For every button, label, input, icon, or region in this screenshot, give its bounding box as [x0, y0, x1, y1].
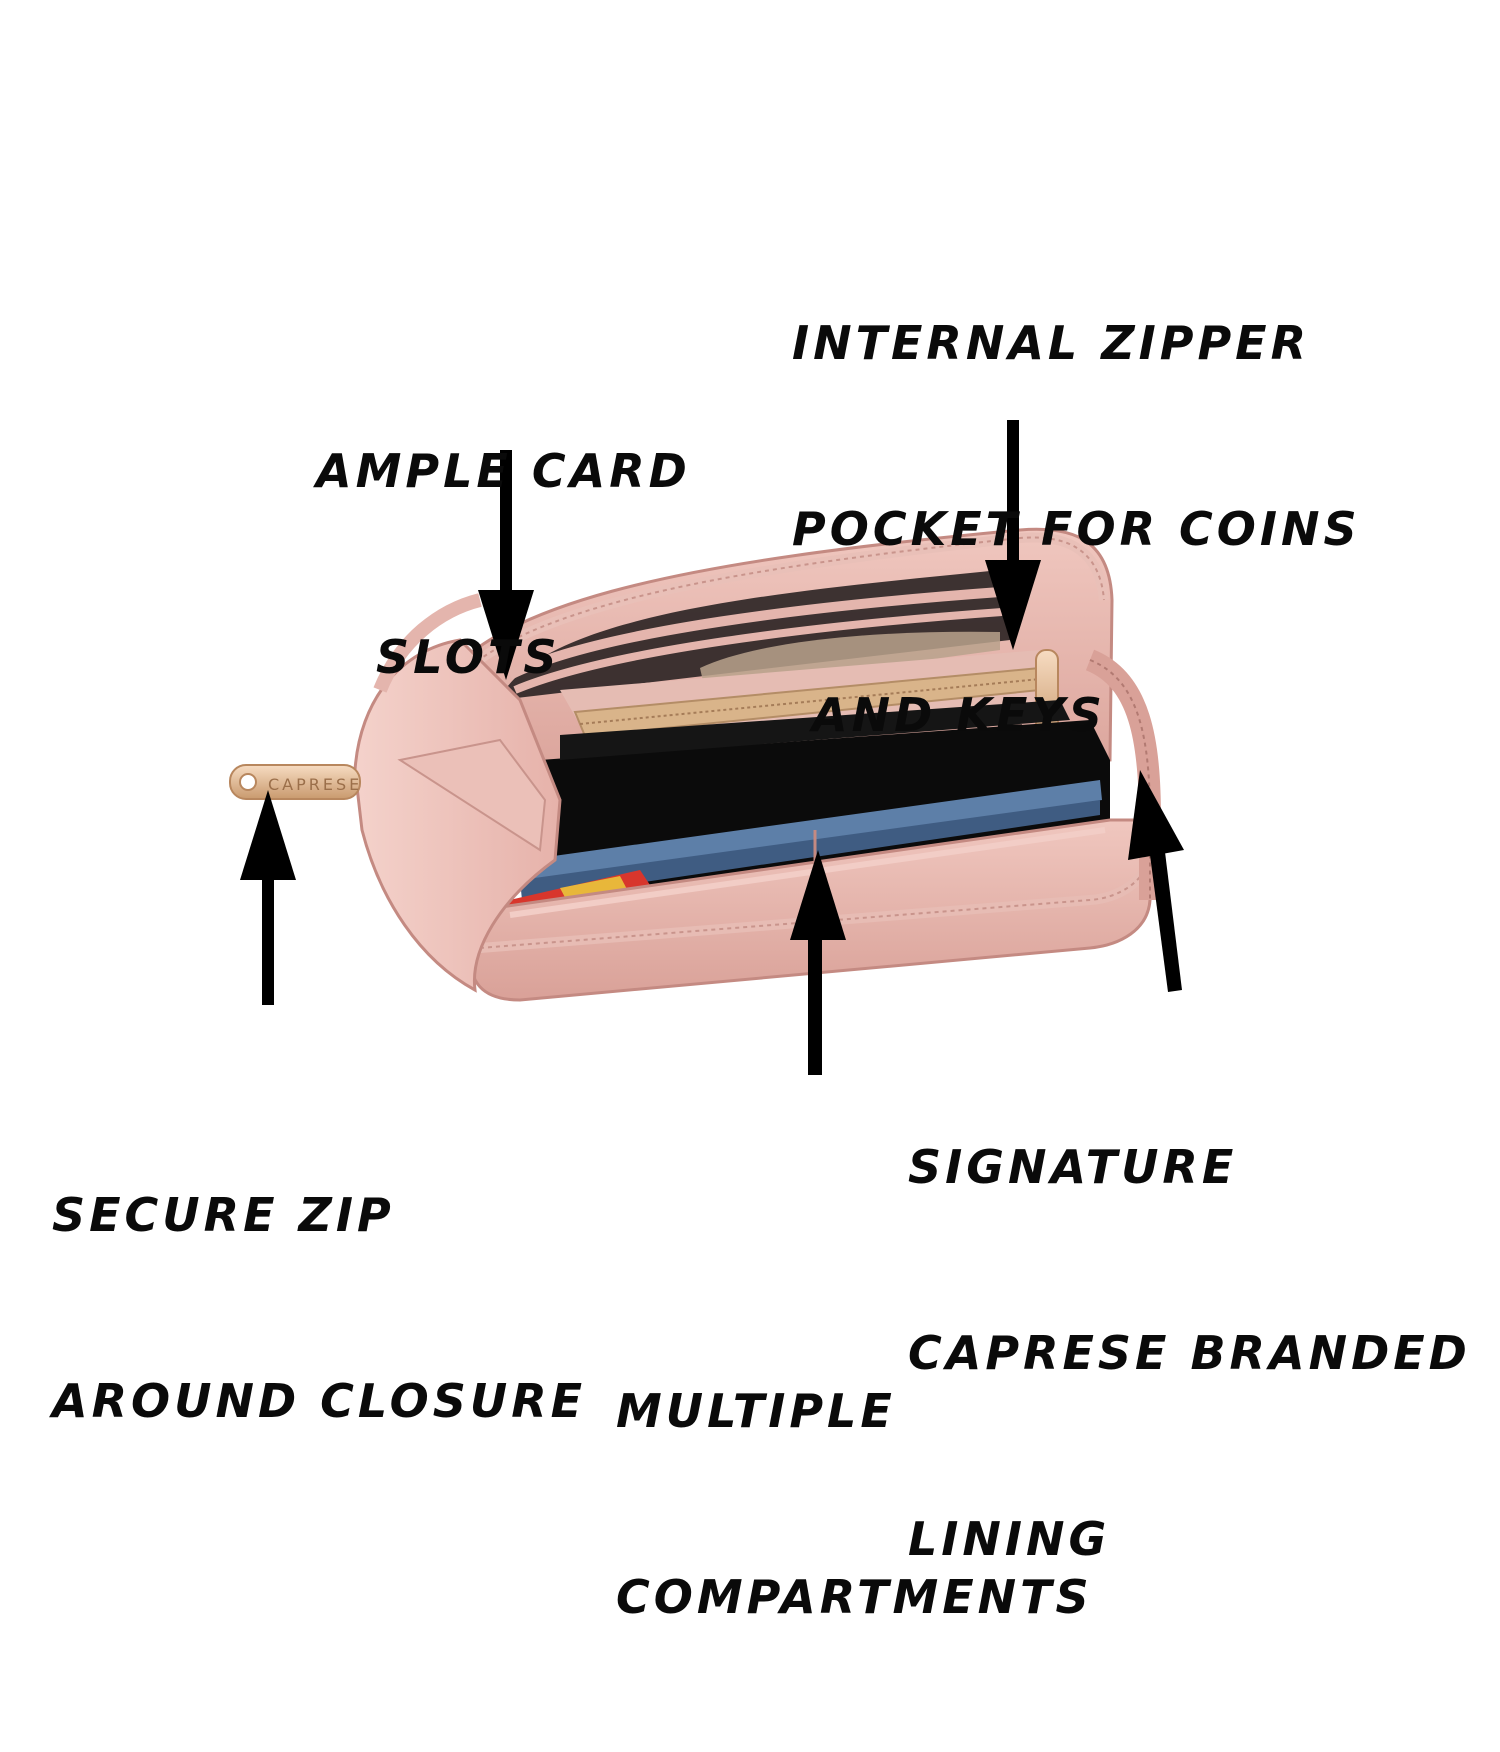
callout-secure-zip: SECURE ZIP AROUND CLOSURE	[52, 1188, 587, 1428]
wallet-illustration: CAPRESE	[229, 420, 1184, 1075]
product-feature-graphic: CAPRESE INTERNAL ZIPPER POCKET FOR COINS…	[52, 316, 1467, 1624]
callout-card-slots: AMPLE CARD SLOTS	[316, 444, 691, 684]
arrow-internal-zipper	[985, 420, 1041, 650]
outer-zipper-pull	[229, 764, 361, 800]
arrow-compartments	[790, 850, 846, 1075]
callout-compartments: MULTIPLE COMPARTMENTS	[616, 1384, 1093, 1624]
arrow-secure-zip	[240, 790, 296, 1005]
callout-internal-zipper: INTERNAL ZIPPER POCKET FOR COINS AND KEY…	[792, 316, 1361, 742]
arrow-card-slots	[478, 450, 534, 680]
arrow-signature-lining	[1128, 770, 1184, 992]
zipper-pull-brand: CAPRESE	[268, 775, 362, 794]
